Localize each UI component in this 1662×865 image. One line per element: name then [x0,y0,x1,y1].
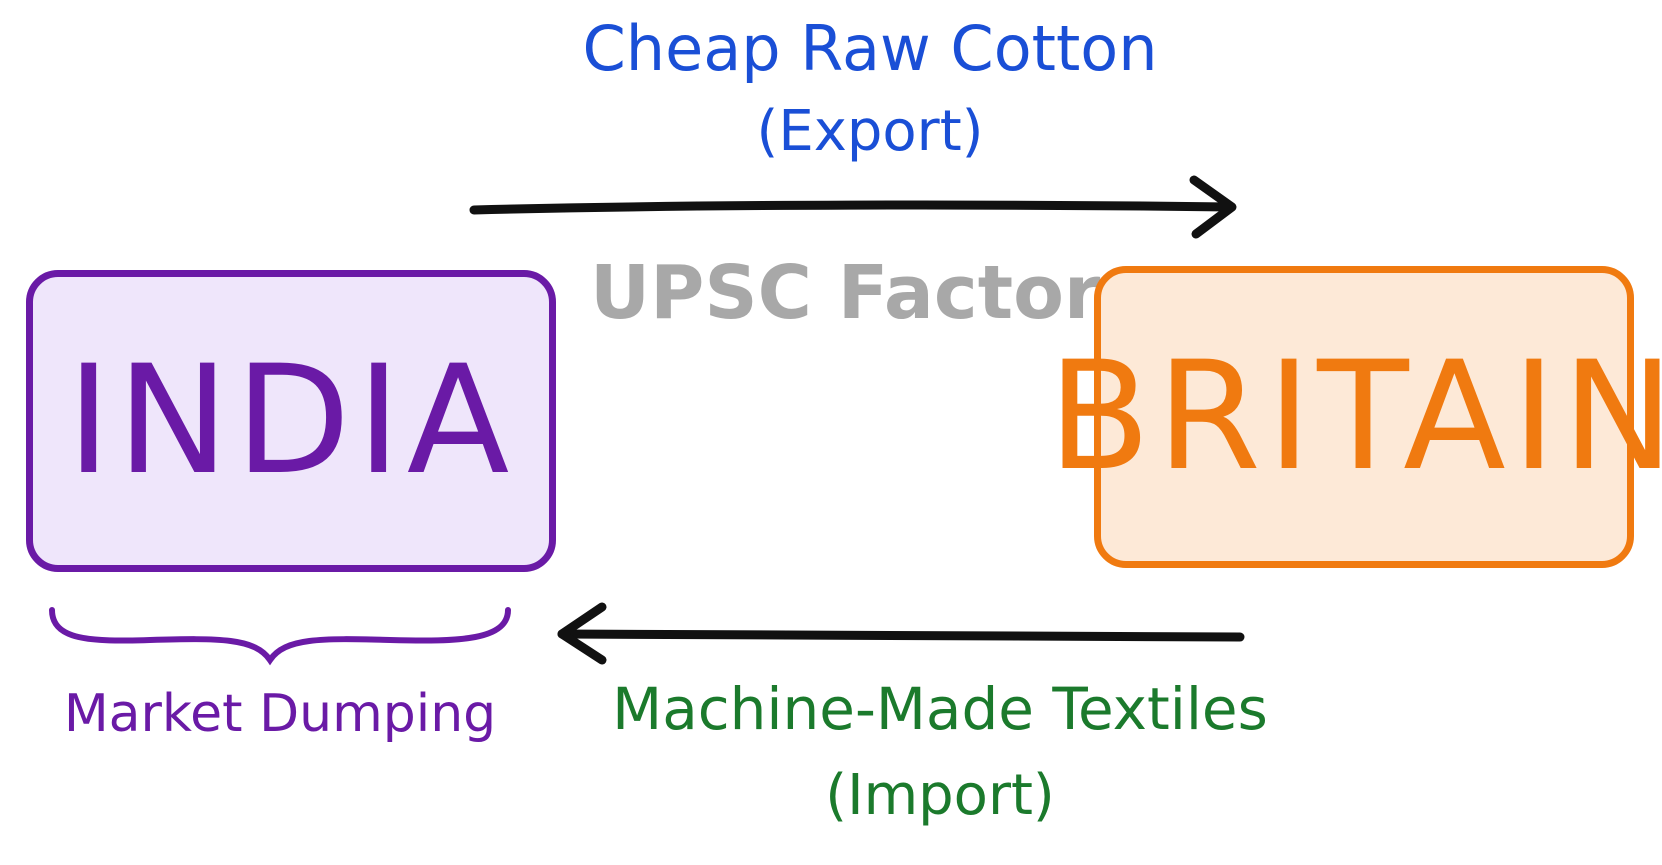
export-arrow-head [1189,175,1237,239]
import-arrow [557,602,1245,665]
britain-node: BRITAIN [1048,266,1662,568]
india-node: INDIA [26,270,556,572]
market-brace [49,607,511,666]
import-arrow-head [557,602,607,665]
import-flow-title: Machine-Made Textiles [612,675,1268,743]
watermark: UPSC Factory [590,250,1149,336]
import-arrow-shaft [557,629,1245,642]
india-label: INDIA [66,334,516,508]
market-dumping-label: Market Dumping [63,684,497,744]
export-flow-subtitle: (Export) [756,99,984,164]
export-flow-title: Cheap Raw Cotton [582,12,1158,85]
export-arrow-shaft [469,200,1235,215]
import-flow-subtitle: (Import) [825,763,1055,828]
britain-label: BRITAIN [1047,330,1662,504]
export-arrow [469,175,1237,239]
